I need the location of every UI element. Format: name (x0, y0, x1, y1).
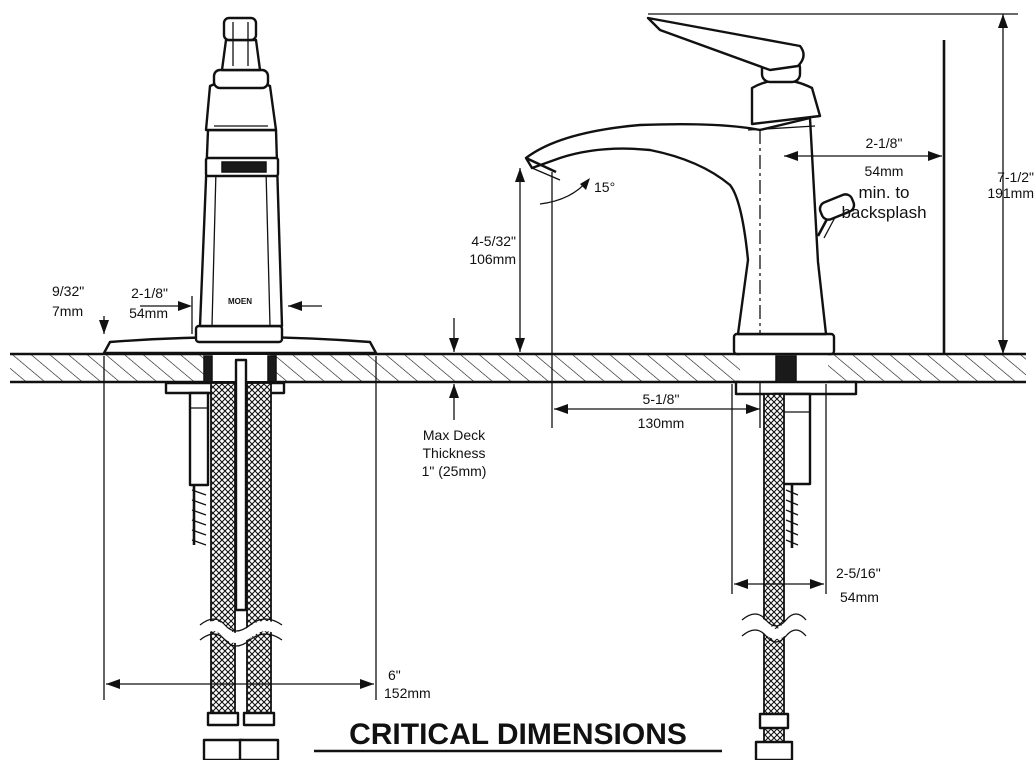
countertop-deck (10, 352, 1026, 384)
shank-inch-label: 2-5/16" (836, 565, 881, 581)
deck-thickness-line2: Thickness (422, 445, 485, 461)
dimension-labels: 7-1/2" 191mm 2-1/8" 54mm min. to backspl… (52, 135, 1034, 701)
base-width-inch-label: 2-1/8" (131, 285, 168, 301)
backsplash-note-line2: backsplash (841, 203, 926, 222)
spout-angle-label: 15° (594, 179, 615, 195)
reach-inch-label: 5-1/8" (643, 391, 680, 407)
dimension-lines (99, 13, 1018, 700)
faucet-side-view (524, 16, 858, 762)
base-width-mm-label: 54mm (129, 305, 168, 321)
plate-width-inch-label: 6" (388, 667, 401, 683)
plate-width-mm-label: 152mm (384, 685, 431, 701)
shank-mm-label: 54mm (840, 589, 879, 605)
faucet-front-view: MOEN (102, 16, 378, 762)
spout-height-mm-label: 106mm (469, 251, 516, 267)
brand-logo: MOEN (228, 297, 252, 306)
height-mm-label: 191mm (987, 185, 1034, 201)
drawing-title: CRITICAL DIMENSIONS (314, 718, 722, 753)
spout-height-inch-label: 4-5/32" (471, 233, 516, 249)
plate-edge-inch-label: 9/32" (52, 283, 84, 299)
reach-mm-label: 130mm (638, 415, 685, 431)
backsplash-note-line1: min. to (858, 183, 909, 202)
backsplash-inch-label: 2-1/8" (866, 135, 903, 151)
height-inch-label: 7-1/2" (997, 169, 1034, 185)
page-title: CRITICAL DIMENSIONS (349, 718, 687, 751)
deck-thickness-line3: 1" (25mm) (422, 463, 487, 479)
backsplash-mm-label: 54mm (865, 163, 904, 179)
deck-thickness-line1: Max Deck (423, 427, 486, 443)
plate-edge-mm-label: 7mm (52, 303, 83, 319)
